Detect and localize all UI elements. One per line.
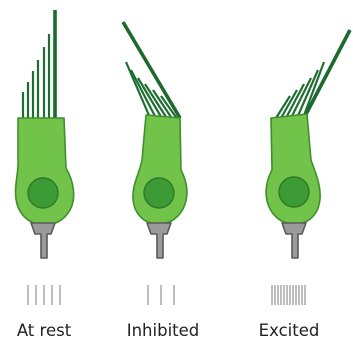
nucleus (28, 178, 58, 208)
panel-excited: Excited (259, 30, 350, 340)
panel-inhibited: Inhibited (123, 22, 199, 340)
stereocilia-bundle (23, 10, 55, 120)
panel-at-rest: At rest (16, 10, 74, 340)
spike-train (28, 285, 60, 305)
state-label-inhibited: Inhibited (127, 321, 200, 340)
spike-train (148, 285, 174, 305)
stereocilium (286, 84, 304, 118)
kinocilium (304, 30, 350, 118)
stereocilia-bundle (276, 30, 350, 118)
afferent-nerve-fiber (31, 223, 55, 258)
afferent-nerve-fiber (147, 223, 171, 258)
stereocilium (126, 62, 151, 120)
nucleus (279, 177, 309, 207)
hair-cell-body (16, 118, 74, 225)
state-label-excited: Excited (259, 321, 320, 340)
afferent-nerve-fiber (282, 223, 306, 258)
state-label-at-rest: At rest (17, 321, 72, 340)
stereocilia-bundle (123, 22, 180, 120)
spike-train (272, 285, 305, 305)
nucleus (144, 178, 174, 208)
